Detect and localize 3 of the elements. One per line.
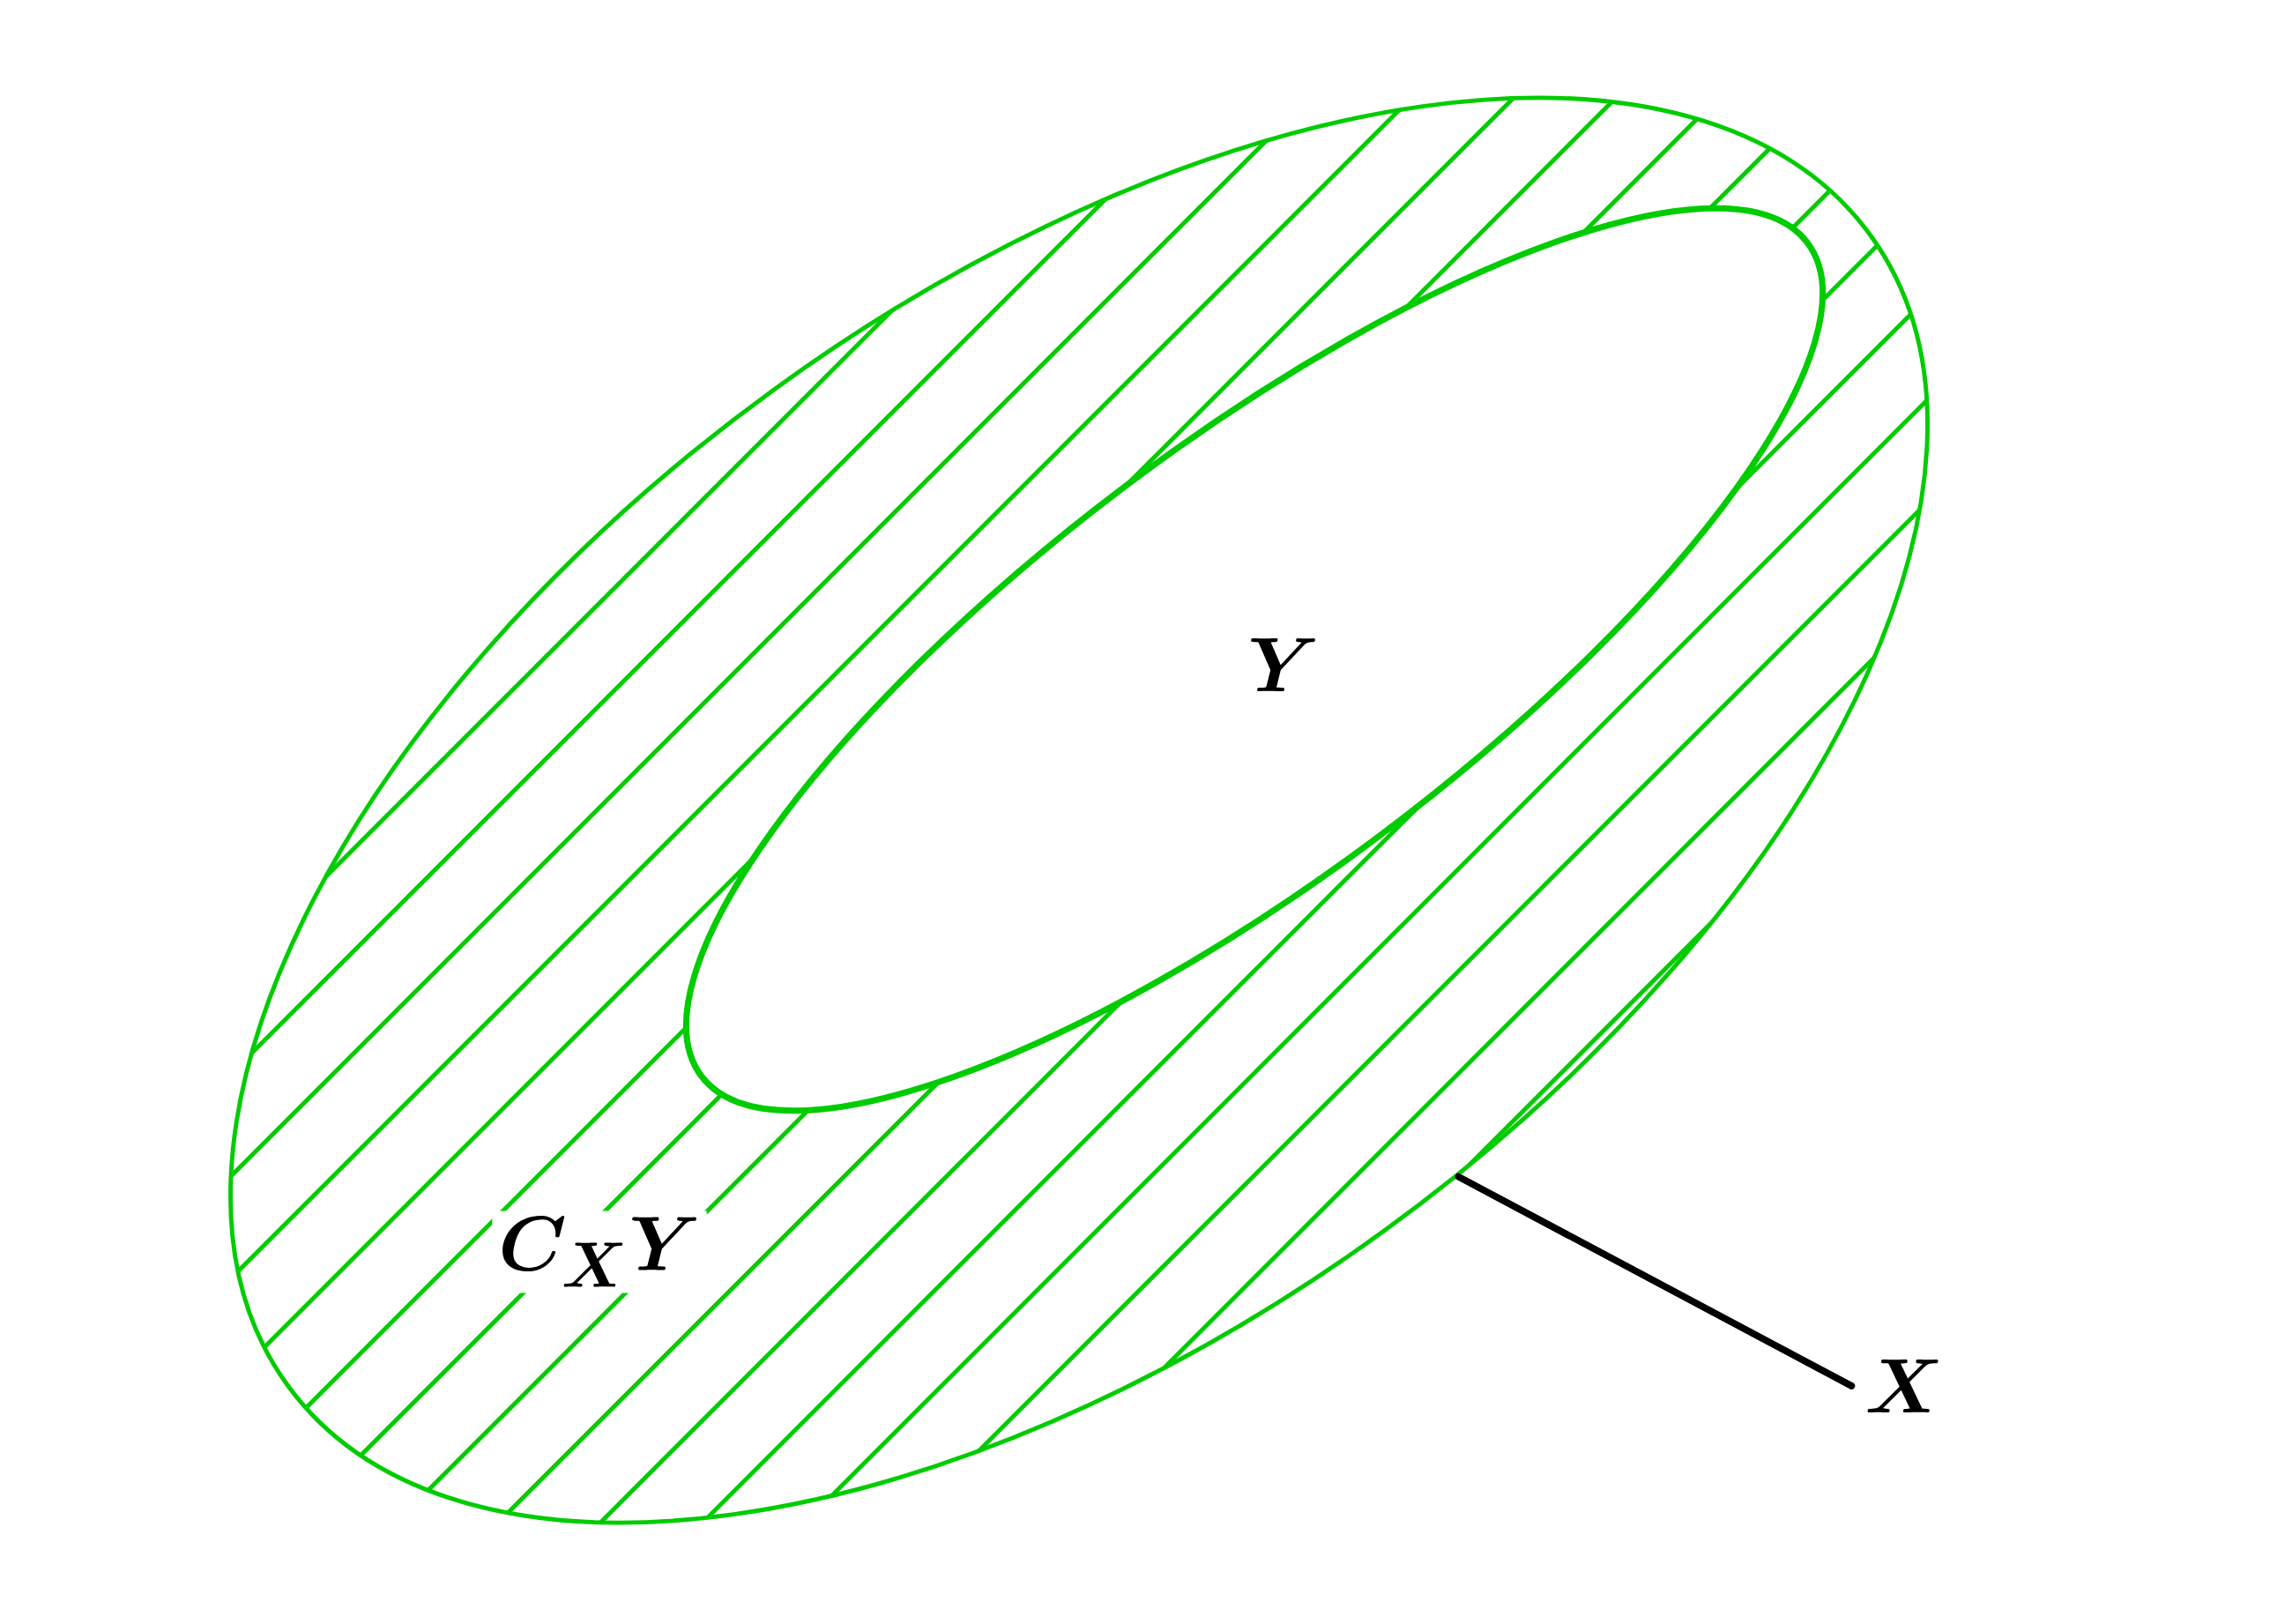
leader-line — [1455, 1173, 1856, 1389]
region-name: $X$ — [1867, 1360, 1939, 1413]
region-label: $C_{X}Y$ — [492, 1211, 707, 1293]
